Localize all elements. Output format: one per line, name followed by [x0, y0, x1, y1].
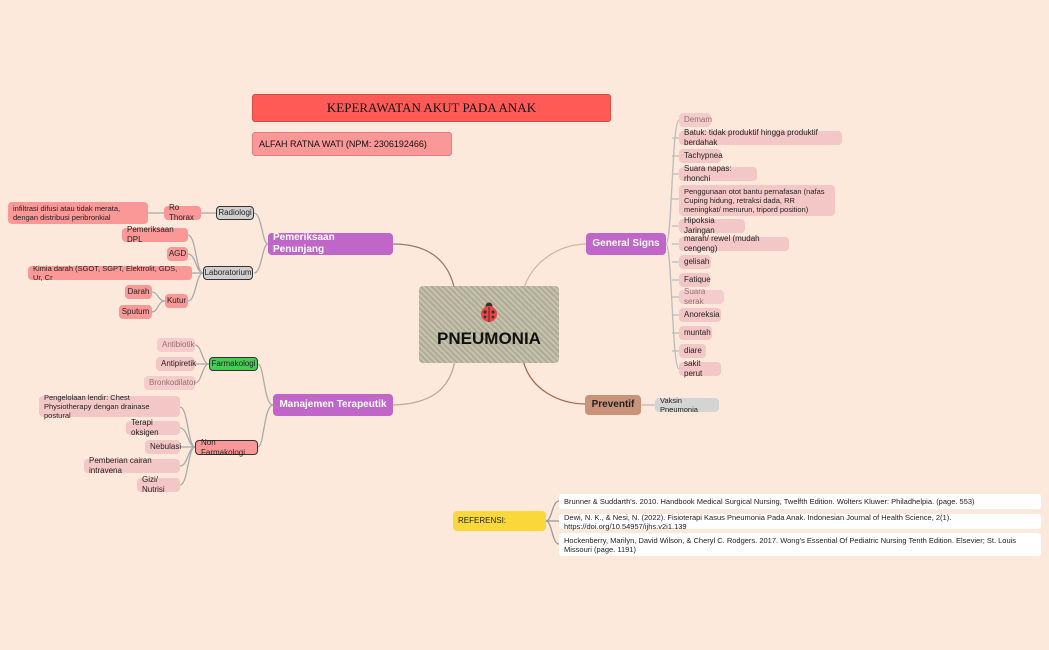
sign-suara-serak[interactable]: Suara serak — [679, 287, 724, 306]
referensi-item: Dewi, N. K., & Nesi, N. (2022). Fisioter… — [559, 513, 1041, 531]
sign-diare[interactable]: diare — [679, 344, 706, 358]
kutur-item-darah[interactable]: Darah — [125, 285, 152, 299]
sign-sakit-perut[interactable]: sakit perut — [679, 359, 721, 378]
non-farmakologi-item-terapi-oksigen[interactable]: Terapi oksigen — [126, 418, 180, 437]
sign-gelisah[interactable]: gelisah — [679, 255, 711, 269]
sign-batuk[interactable]: Batuk: tidak produktif hingga produktif … — [679, 128, 842, 147]
topic-non-farmakologi[interactable]: Non Farmakologi — [195, 438, 258, 457]
sign-fatique[interactable]: Fatique — [679, 273, 711, 287]
sign-muntah[interactable]: muntah — [679, 326, 712, 340]
branch-pemeriksaan-penunjang[interactable]: Pemeriksaan Penunjang — [268, 232, 393, 255]
lab-item-agd[interactable]: AGD — [167, 247, 188, 261]
farmakologi-item-antipiretik[interactable]: Antipiretik — [156, 357, 196, 371]
lab-item-dpl[interactable]: Pemeriksaan DPL — [122, 225, 188, 244]
non-farmakologi-item-nebulasi[interactable]: Nebulasi — [145, 440, 181, 454]
central-topic[interactable]: PNEUMONIA — [419, 286, 559, 363]
sign-hipoksia-jaringan[interactable]: Hipoksia Jaringan — [679, 216, 745, 235]
kutur-item-sputum[interactable]: Sputum — [119, 305, 152, 319]
referensi-item: Brunner & Suddarth's. 2010. Handbook Med… — [559, 494, 1041, 509]
topic-kutur[interactable]: Kutur — [165, 294, 188, 308]
map-title: KEPERAWATAN AKUT PADA ANAK — [252, 94, 611, 122]
sign-suara-napas[interactable]: Suara napas: rhonchi — [679, 164, 757, 183]
non-farmakologi-item-cairan-intravena[interactable]: Pemberian cairan intravena — [84, 456, 180, 475]
farmakologi-item-bronkodilator[interactable]: Bronkodilator — [144, 376, 196, 390]
topic-laboratorium[interactable]: Laboratorium — [203, 266, 253, 280]
non-farmakologi-item-gizi[interactable]: Gizi/ Nutrisi — [137, 475, 180, 494]
sign-anoreksia[interactable]: Anoreksia — [679, 308, 721, 322]
ladybug-icon — [481, 302, 497, 322]
sign-marah-rewel[interactable]: marah/ rewel (mudah cengeng) — [679, 234, 789, 253]
sign-otot-bantu-pernafasan[interactable]: Penggunaan otot bantu pernafasan (nafas … — [679, 185, 835, 216]
farmakologi-item-antibiotik[interactable]: Antibiotik — [157, 338, 195, 352]
branch-preventif[interactable]: Preventif — [585, 395, 641, 415]
non-farmakologi-item-chest-physiotherapy[interactable]: Pengelolaan lendir: Chest Physiotherapy … — [39, 393, 180, 420]
preventif-item-vaksin[interactable]: Vaksin Pneumonia — [655, 396, 719, 414]
branch-manajemen-terapeutik[interactable]: Manajemen Terapeutik — [273, 394, 393, 416]
topic-radiologi[interactable]: Radiologi — [216, 206, 254, 220]
sign-demam[interactable]: Demam — [679, 113, 712, 127]
author-label: ALFAH RATNA WATI (NPM: 2306192466) — [252, 132, 452, 156]
referensi-item: Hockenberry, Marilyn, David Wilson, & Ch… — [559, 533, 1041, 556]
topic-farmakologi[interactable]: Farmakologi — [209, 357, 258, 371]
topic-ro-thorax[interactable]: Ro Thorax — [164, 203, 201, 222]
central-topic-label: PNEUMONIA — [437, 328, 541, 348]
sign-tachypnea[interactable]: Tachypnea — [679, 149, 723, 163]
lab-item-kimia-darah[interactable]: Kimia darah (SGOT, SGPT, Elektrolit, GDS… — [28, 264, 192, 282]
radiologi-finding[interactable]: infiltrasi difusi atau tidak merata, den… — [8, 202, 148, 224]
branch-general-signs[interactable]: General Signs — [586, 233, 666, 255]
referensi-label: REFERENSI: — [453, 511, 546, 531]
